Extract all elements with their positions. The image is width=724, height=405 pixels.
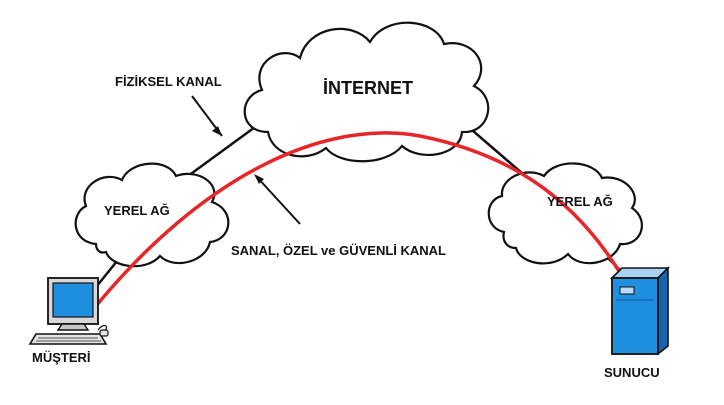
physical-channel-arrow bbox=[191, 95, 223, 137]
virtual-channel-label: SANAL, ÖZEL ve GÜVENLİ KANAL bbox=[231, 243, 446, 258]
physical-link-left bbox=[187, 120, 263, 178]
virtual-channel-arrow bbox=[254, 174, 301, 225]
local-network-cloud-right bbox=[487, 162, 643, 265]
physical-channel-label: FİZİKSEL KANAL bbox=[115, 74, 222, 89]
internet-cloud bbox=[243, 21, 490, 163]
desktop-computer-icon bbox=[28, 277, 109, 345]
local-network-label-right: YEREL AĞ bbox=[547, 194, 613, 209]
internet-label: İNTERNET bbox=[323, 78, 413, 98]
local-network-cloud-left bbox=[74, 162, 230, 268]
client-label: MÜŞTERİ bbox=[32, 350, 91, 365]
virtual-channel-line bbox=[94, 131, 624, 308]
local-network-label-left: YEREL AĞ bbox=[104, 203, 170, 218]
server-tower-icon bbox=[610, 266, 670, 356]
server-label: SUNUCU bbox=[604, 365, 660, 380]
